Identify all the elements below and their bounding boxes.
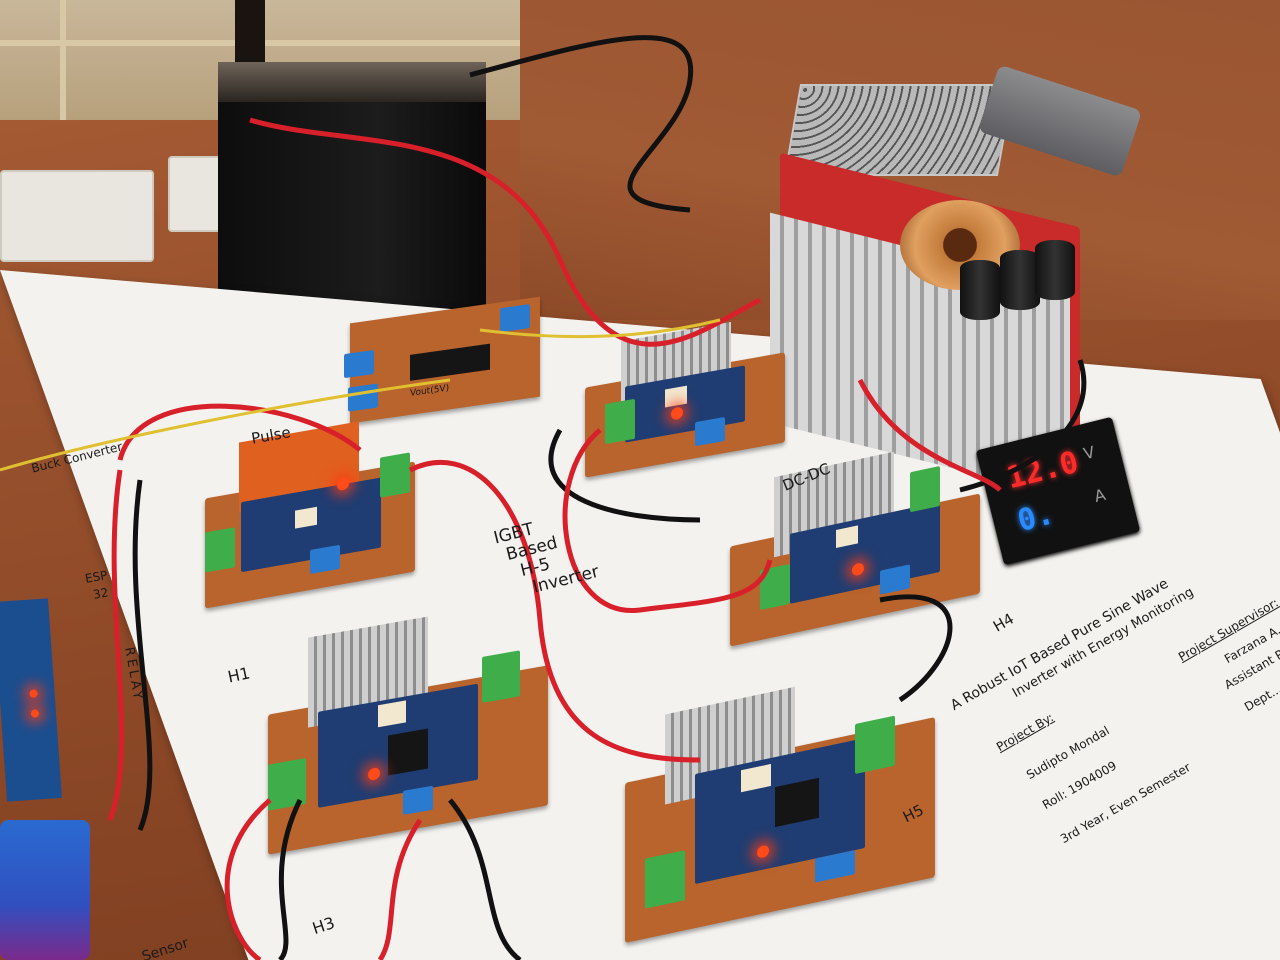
capacitor — [1000, 250, 1040, 310]
current-sensor — [0, 820, 90, 960]
label-esp32-line2: 32 — [92, 585, 110, 602]
wall-socket — [0, 170, 154, 262]
window-bar — [0, 40, 560, 46]
capacitor — [960, 260, 1000, 320]
battery-top — [218, 62, 486, 102]
capacitor — [1035, 240, 1075, 300]
window-bar — [60, 0, 66, 190]
